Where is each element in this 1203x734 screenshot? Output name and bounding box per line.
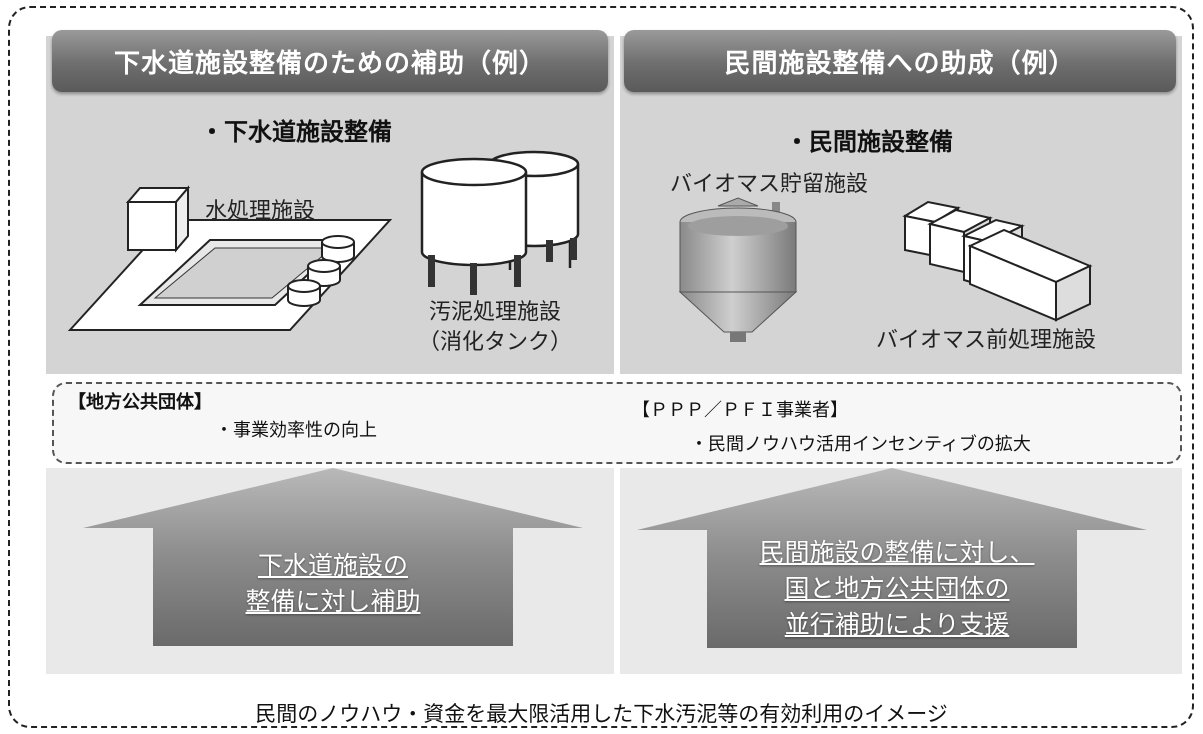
sludge-label-line1: 汚泥処理施設 (429, 300, 562, 325)
biomass-pretreatment-illustration (902, 200, 1093, 322)
biomass-pretreatment-label: バイオマス前処理施設 (876, 328, 1097, 353)
left-benefit-org: 【地方公共団体】 (68, 392, 212, 413)
sludge-label-line2: （消化タンク） (418, 330, 573, 355)
right-arrow-line2: 国と地方公共団体の (784, 574, 1010, 603)
outer-dashed-frame (8, 6, 1194, 728)
water-treatment-label: 水処理施設 (205, 199, 316, 224)
digestion-tank-illustration (420, 150, 580, 295)
left-subtitle: ・下水道施設整備 (200, 118, 392, 146)
right-subtitle: ・民間施設整備 (785, 128, 953, 156)
water-treatment-illustration (67, 185, 393, 331)
right-arrow-line3: 並行補助により支援 (784, 610, 1010, 639)
right-support-arrow (637, 468, 1147, 648)
left-benefit-item: ・事業効率性の向上 (215, 420, 377, 441)
sludge-treatment-label: 汚泥処理施設 （消化タンク） (418, 298, 572, 358)
left-support-arrow (83, 468, 583, 646)
right-benefit-item: ・民間ノウハウ活用インセンティブの拡大 (690, 434, 1031, 455)
left-arrow-text: 下水道施設の 整備に対し補助 (188, 548, 478, 620)
right-arrow-line1: 民間施設の整備に対し、 (759, 538, 1035, 567)
benefits-box (52, 382, 1182, 464)
left-header: 下水道施設整備のための補助（例） (52, 30, 608, 92)
biomass-storage-tank-illustration (678, 197, 798, 342)
biomass-storage-label: バイオマス貯留施設 (670, 172, 869, 197)
right-header: 民間施設整備への助成（例） (624, 30, 1176, 92)
left-arrow-line2: 整備に対し補助 (245, 587, 421, 616)
diagram-caption: 民間のノウハウ・資金を最大限活用した下水汚泥等の有効利用のイメージ (255, 702, 948, 726)
left-arrow-line1: 下水道施設の (257, 551, 408, 580)
right-benefit-org: 【ＰＰＰ／ＰＦＩ事業者】 (632, 400, 848, 421)
right-arrow-text: 民間施設の整備に対し、 国と地方公共団体の 並行補助により支援 (722, 535, 1072, 643)
